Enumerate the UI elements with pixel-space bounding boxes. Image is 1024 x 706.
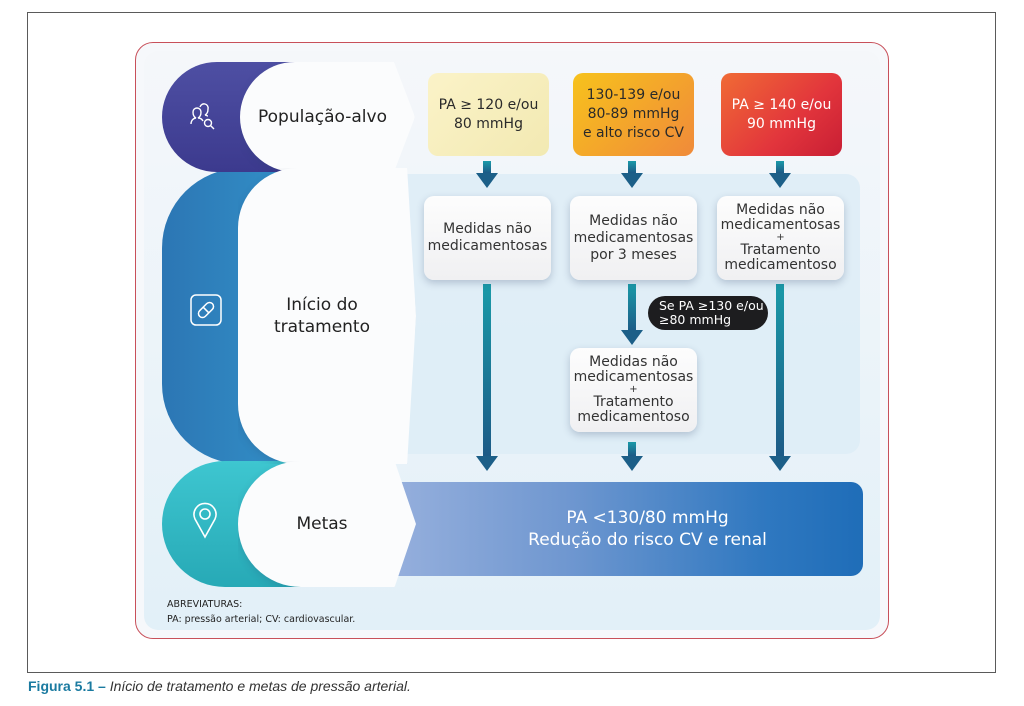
arrow-target1-to-treatment1 (476, 161, 498, 188)
arrow-target3-to-treatment3 (769, 161, 791, 188)
target-3-line1: PA ≥ 140 e/ou (731, 96, 832, 113)
tratamento-label-line1: Início do (286, 295, 358, 315)
tratamento-label: Início do tratamento (238, 168, 416, 464)
metas-label-text: Metas (296, 514, 348, 534)
location-pin-icon (190, 500, 220, 540)
users-search-icon (185, 100, 219, 134)
condition-line2: ≥80 mmHg (659, 312, 732, 327)
target-2-line3: e alto risco CV (582, 125, 685, 141)
treatment-box-1: Medidas não medicamentosas (424, 196, 551, 280)
goal-line1: PA <130/80 mmHg (566, 508, 729, 528)
arrow-target2-to-treatment2 (621, 161, 643, 188)
escalation-line: medicamentosas (573, 369, 694, 385)
figure-caption: Figura 5.1 – Início de tratamento e meta… (28, 678, 411, 694)
goal-line2: Redução do risco CV e renal (528, 530, 767, 550)
target-1-line2: 80 mmHg (454, 115, 523, 132)
target-box-2: 130-139 e/ou 80-89 mmHg e alto risco CV (573, 73, 694, 156)
arrow-treatment3-to-goal (769, 284, 791, 471)
tratamento-label-line2: tratamento (273, 317, 370, 337)
treatment-3-line: Tratamento (740, 242, 821, 258)
abbreviations-title: ABREVIATURAS: (167, 599, 243, 610)
treatment-3-line: medicamentoso (724, 257, 837, 273)
escalation-line: medicamentoso (577, 409, 690, 425)
figure-caption-text: Início de tratamento e metas de pressão … (105, 678, 411, 694)
treatment-2-line: medicamentosas (573, 229, 694, 246)
target-2-line2: 80-89 mmHg (587, 106, 680, 122)
escalation-box: Medidas não medicamentosas + Tratamento … (570, 348, 697, 432)
treatment-box-3: Medidas não medicamentosas + Tratamento … (717, 196, 844, 280)
goal-bar: PA <130/80 mmHg Redução do risco CV e re… (372, 482, 863, 576)
condition-badge: Se PA ≥130 e/ou ≥80 mmHg (648, 296, 768, 330)
metas-label: Metas (238, 461, 416, 587)
populacao-label: População-alvo (240, 62, 415, 172)
treatment-box-2: Medidas não medicamentosas por 3 meses (570, 196, 697, 280)
treatment-1-line: Medidas não (443, 221, 532, 237)
target-3-line2: 90 mmHg (747, 115, 816, 132)
treatment-2-line: Medidas não (589, 212, 678, 229)
escalation-line: Medidas não (589, 354, 678, 370)
target-box-3: PA ≥ 140 e/ou 90 mmHg (721, 73, 842, 156)
arrow-treatment2-to-escalation (621, 284, 643, 345)
target-2-line1: 130-139 e/ou (586, 87, 681, 103)
pill-icon (189, 293, 223, 327)
target-box-1: PA ≥ 120 e/ou 80 mmHg (428, 73, 549, 156)
treatment-3-line: Medidas não (736, 202, 825, 218)
populacao-label-text: População-alvo (258, 107, 387, 127)
target-1-line1: PA ≥ 120 e/ou (438, 96, 539, 113)
abbreviations-text: PA: pressão arterial; CV: cardiovascular… (167, 614, 356, 625)
escalation-line: Tratamento (593, 394, 674, 410)
escalation-line: + (629, 384, 638, 395)
treatment-3-line: medicamentosas (720, 217, 841, 233)
condition-line1: Se PA ≥130 e/ou (659, 298, 764, 313)
treatment-1-line: medicamentosas (427, 238, 548, 254)
treatment-3-line: + (776, 232, 785, 243)
figure-label: Figura 5.1 – (28, 678, 106, 694)
arrow-escalation-to-goal (621, 442, 643, 471)
treatment-2-line: por 3 meses (590, 246, 677, 263)
arrow-treatment1-to-goal (476, 284, 498, 471)
abbreviations: ABREVIATURAS: PA: pressão arterial; CV: … (167, 597, 355, 627)
